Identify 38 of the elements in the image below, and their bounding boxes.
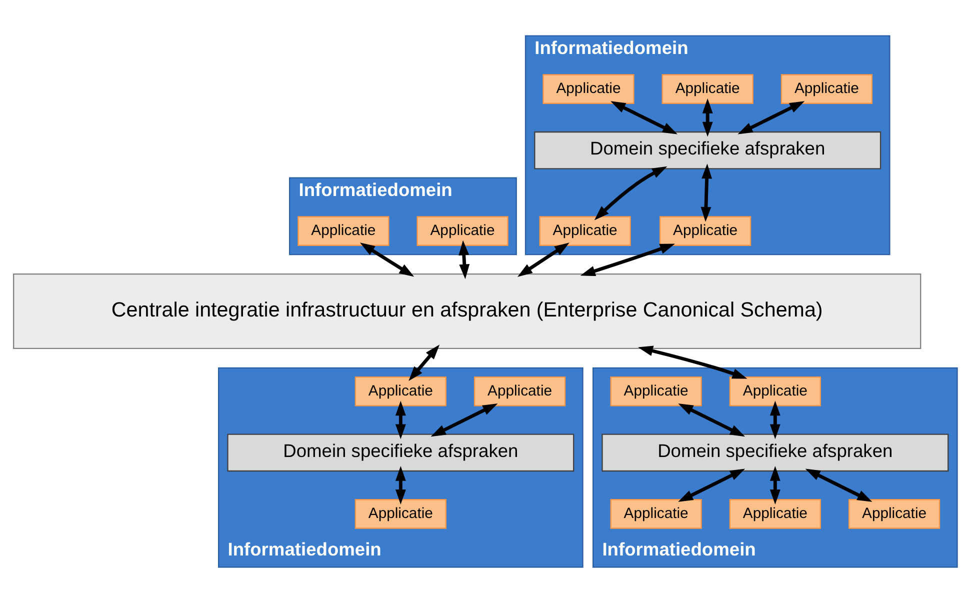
arrow (360, 242, 414, 277)
node-box: Applicatie (538, 216, 630, 246)
arrow (637, 346, 747, 379)
arrow (430, 403, 498, 437)
node-box: Applicatie (354, 376, 446, 406)
node-box: Applicatie (728, 499, 820, 529)
node-box: Applicatie (661, 74, 753, 104)
arrow (594, 166, 667, 220)
node-box: Applicatie (297, 216, 389, 246)
arrow (580, 244, 674, 276)
arrow (769, 400, 780, 440)
arrow (700, 164, 712, 222)
node-box: Applicatie (610, 499, 702, 529)
arrow (678, 468, 745, 502)
arrow (804, 468, 872, 502)
node-box: Centrale integratie infrastructuur en afspraken (Enterprise Canonical Schema) (12, 273, 921, 350)
arrow (516, 242, 569, 277)
arrow (769, 466, 780, 504)
arrow (737, 101, 804, 134)
node-box: Domein specifieke afspraken (226, 434, 574, 472)
arrow (610, 101, 677, 134)
node-box: Applicatie (728, 376, 820, 406)
node-box: Domein specifieke afspraken (534, 131, 881, 170)
node-box: Applicatie (848, 499, 940, 529)
node-box: Applicatie (780, 74, 872, 104)
node-box: Applicatie (542, 74, 634, 104)
node-box: Applicatie (473, 376, 566, 406)
arrow (394, 466, 406, 504)
arrow (678, 403, 745, 437)
node-box: Applicatie (354, 499, 446, 529)
arrow (408, 344, 440, 381)
arrow (394, 400, 406, 440)
arrow (458, 240, 470, 280)
node-box: Applicatie (659, 216, 751, 246)
node-box: Applicatie (416, 216, 508, 246)
node-box: Domein specifieke afspraken (601, 434, 948, 472)
node-box: Applicatie (610, 376, 702, 406)
arrow (702, 98, 712, 137)
